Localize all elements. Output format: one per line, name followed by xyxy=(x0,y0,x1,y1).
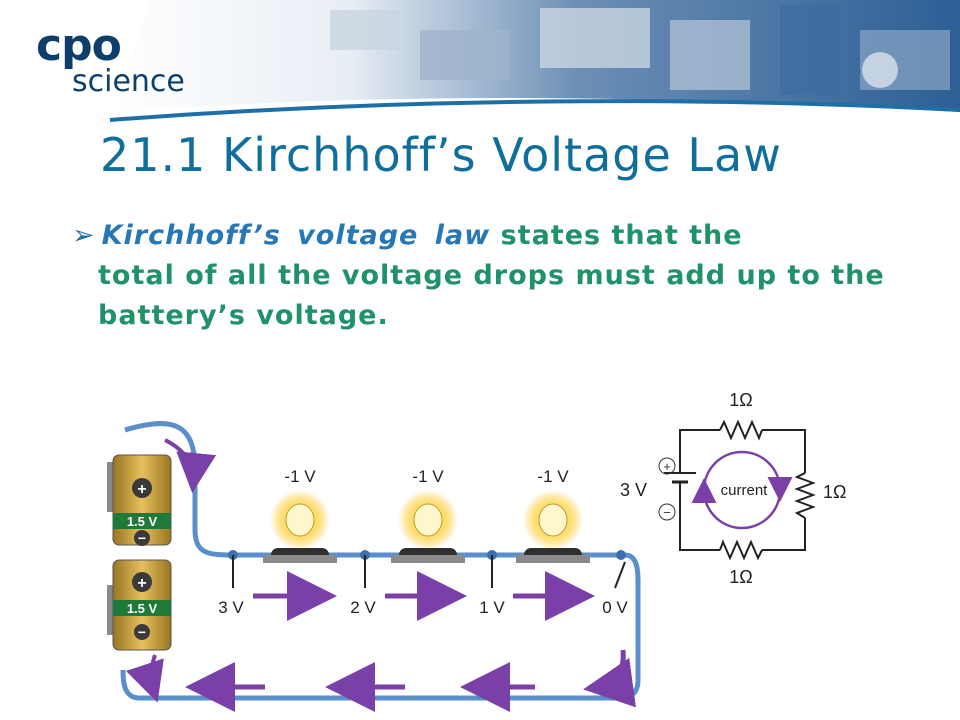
bulb-2-drop-label: -1 V xyxy=(412,467,444,486)
battery-bottom: + − 1.5 V xyxy=(107,559,172,651)
logo-text-science: science xyxy=(72,64,185,99)
resistor-bottom xyxy=(719,539,763,561)
bulb-1 xyxy=(263,490,337,563)
minus-terminal-icon xyxy=(658,503,676,521)
bulb-1-drop-label: -1 V xyxy=(284,467,316,486)
bullet-term: Kirchhoff’s voltage law xyxy=(101,220,491,251)
circuit-illustration: + − 1.5 V + − 1.5 V xyxy=(107,421,641,712)
right-resistor-label: 1Ω xyxy=(823,482,846,502)
cpo-science-logo: cpo science xyxy=(22,14,222,104)
battery-bottom-label: 1.5 V xyxy=(127,601,158,616)
schematic-diagram: + − 1Ω 1Ω 1Ω 3 V current xyxy=(620,390,846,587)
battery-top: + − 1.5 V xyxy=(107,454,172,546)
svg-text:+: + xyxy=(137,575,146,592)
svg-text:−: − xyxy=(138,530,146,546)
bullet-text-rest: total of all the voltage drops must add … xyxy=(98,260,885,331)
battery-voltage-label: 3 V xyxy=(620,480,647,500)
bullet-arrow-icon: ➢ xyxy=(72,220,96,251)
battery-top-label: 1.5 V xyxy=(127,514,158,529)
top-resistor-label: 1Ω xyxy=(729,390,752,410)
svg-text:−: − xyxy=(138,624,146,640)
bulb-2 xyxy=(391,490,465,563)
bullet-line-1: ➢Kirchhoff’s voltage law states that the xyxy=(72,216,912,256)
plus-symbol: + xyxy=(663,459,671,474)
minus-symbol: − xyxy=(663,505,671,520)
node-voltage-2: 2 V xyxy=(350,598,376,617)
bottom-resistor-label: 1Ω xyxy=(729,567,752,587)
schematic-battery xyxy=(664,450,696,504)
current-arrows-bottom xyxy=(185,649,637,712)
node-voltage-4: 0 V xyxy=(602,598,628,617)
bullet-point: ➢Kirchhoff’s voltage law states that the… xyxy=(72,216,912,336)
battery-bulb-circuit: + − 1.5 V + − 1.5 V xyxy=(95,410,660,715)
header-banner: cpo science xyxy=(0,0,960,130)
node-voltage-1: 3 V xyxy=(218,598,244,617)
circuit-schematic: + − 1Ω 1Ω 1Ω 3 V current xyxy=(590,378,880,600)
plus-terminal-icon xyxy=(658,457,676,475)
node-voltage-3: 1 V xyxy=(479,598,505,617)
banner-background xyxy=(0,0,960,130)
current-label: current xyxy=(721,482,769,499)
resistor-right xyxy=(794,472,816,519)
resistor-top xyxy=(719,419,763,441)
bulb-3-drop-label: -1 V xyxy=(537,467,569,486)
slide-title: 21.1 Kirchhoff’s Voltage Law xyxy=(100,128,782,182)
bullet-text-line1: states that the xyxy=(490,220,743,251)
bulb-3 xyxy=(516,490,590,563)
logo-text-cpo: cpo xyxy=(36,20,122,71)
svg-text:+: + xyxy=(137,481,146,498)
node-markers xyxy=(228,550,626,589)
